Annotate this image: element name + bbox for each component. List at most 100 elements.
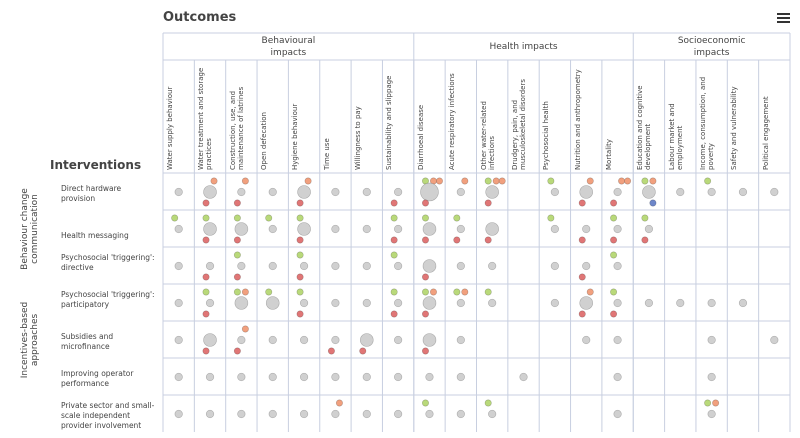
bubble-gray[interactable] <box>237 372 246 382</box>
bubble-orange[interactable] <box>210 177 218 185</box>
bubble-green[interactable] <box>610 214 618 222</box>
bubble-green[interactable] <box>233 251 241 259</box>
bubble-gray[interactable] <box>205 409 215 419</box>
bubble-orange[interactable] <box>461 177 469 185</box>
bubble-gray[interactable] <box>234 222 249 236</box>
bubble-orange[interactable] <box>335 399 343 407</box>
bubble-green[interactable] <box>202 214 210 222</box>
bubble-orange[interactable] <box>712 399 720 407</box>
bubble-red[interactable] <box>421 273 429 281</box>
bubble-gray[interactable] <box>268 224 277 234</box>
bubble-gray[interactable] <box>331 261 340 271</box>
bubble-gray[interactable] <box>613 261 622 271</box>
bubble-gray[interactable] <box>422 333 437 347</box>
bubble-red[interactable] <box>233 347 241 355</box>
bubble-gray[interactable] <box>205 261 215 271</box>
bubble-green[interactable] <box>233 214 241 222</box>
bubble-green[interactable] <box>296 214 304 222</box>
bubble-gray[interactable] <box>519 372 528 382</box>
bubble-red[interactable] <box>578 310 586 318</box>
bubble-gray[interactable] <box>676 187 685 197</box>
bubble-gray[interactable] <box>456 224 465 234</box>
bubble-red[interactable] <box>641 236 649 244</box>
bubble-red[interactable] <box>296 273 304 281</box>
bubble-gray[interactable] <box>707 372 716 382</box>
bubble-gray[interactable] <box>174 224 183 234</box>
bubble-gray[interactable] <box>297 185 311 199</box>
bubble-orange[interactable] <box>429 288 437 296</box>
bubble-gray[interactable] <box>299 335 309 345</box>
hamburger-menu-icon[interactable] <box>777 13 790 25</box>
bubble-gray[interactable] <box>331 335 340 345</box>
bubble-gray[interactable] <box>550 298 559 308</box>
bubble-red[interactable] <box>202 310 210 318</box>
bubble-gray[interactable] <box>613 298 622 308</box>
bubble-gray[interactable] <box>362 409 371 419</box>
bubble-green[interactable] <box>641 177 649 185</box>
bubble-gray[interactable] <box>707 187 716 197</box>
bubble-gray[interactable] <box>268 261 277 271</box>
bubble-green[interactable] <box>484 288 492 296</box>
bubble-gray[interactable] <box>550 224 559 234</box>
bubble-green[interactable] <box>296 251 304 259</box>
bubble-gray[interactable] <box>268 409 277 419</box>
bubble-green[interactable] <box>265 288 273 296</box>
bubble-gray[interactable] <box>488 261 497 271</box>
bubble-green[interactable] <box>390 214 398 222</box>
bubble-gray[interactable] <box>331 372 340 382</box>
bubble-gray[interactable] <box>550 187 559 197</box>
bubble-red[interactable] <box>421 347 429 355</box>
bubble-gray[interactable] <box>203 222 217 236</box>
bubble-gray[interactable] <box>456 335 465 345</box>
bubble-orange[interactable] <box>586 288 594 296</box>
bubble-green[interactable] <box>265 214 273 222</box>
bubble-gray[interactable] <box>237 187 246 197</box>
bubble-gray[interactable] <box>174 372 183 382</box>
bubble-green[interactable] <box>610 288 618 296</box>
bubble-gray[interactable] <box>394 372 403 382</box>
bubble-gray[interactable] <box>362 298 371 308</box>
bubble-orange[interactable] <box>435 177 443 185</box>
bubble-gray[interactable] <box>331 224 340 234</box>
bubble-green[interactable] <box>547 214 555 222</box>
bubble-gray[interactable] <box>485 185 499 199</box>
bubble-gray[interactable] <box>456 298 465 308</box>
bubble-gray[interactable] <box>203 185 217 199</box>
bubble-green[interactable] <box>453 288 461 296</box>
bubble-green[interactable] <box>390 251 398 259</box>
bubble-gray[interactable] <box>422 296 437 310</box>
bubble-gray[interactable] <box>613 409 622 419</box>
bubble-gray[interactable] <box>738 187 748 197</box>
bubble-gray[interactable] <box>676 298 685 308</box>
bubble-gray[interactable] <box>268 372 277 382</box>
bubble-gray[interactable] <box>425 409 434 419</box>
bubble-orange[interactable] <box>461 288 469 296</box>
bubble-orange[interactable] <box>586 177 594 185</box>
bubble-orange[interactable] <box>241 325 249 333</box>
bubble-gray[interactable] <box>362 372 371 382</box>
bubble-gray[interactable] <box>707 298 716 308</box>
bubble-gray[interactable] <box>642 185 656 199</box>
bubble-green[interactable] <box>202 288 210 296</box>
bubble-green[interactable] <box>171 214 179 222</box>
bubble-red[interactable] <box>202 199 210 207</box>
bubble-gray[interactable] <box>456 409 465 419</box>
bubble-orange[interactable] <box>624 177 632 185</box>
bubble-gray[interactable] <box>422 259 437 273</box>
bubble-red[interactable] <box>296 310 304 318</box>
bubble-red[interactable] <box>578 273 586 281</box>
bubble-gray[interactable] <box>299 261 309 271</box>
bubble-gray[interactable] <box>644 224 654 234</box>
bubble-green[interactable] <box>704 177 712 185</box>
bubble-green[interactable] <box>421 399 429 407</box>
bubble-gray[interactable] <box>299 298 309 308</box>
bubble-gray[interactable] <box>265 296 280 310</box>
bubble-green[interactable] <box>296 288 304 296</box>
bubble-red[interactable] <box>578 199 586 207</box>
bubble-gray[interactable] <box>362 224 371 234</box>
bubble-gray[interactable] <box>359 333 374 347</box>
bubble-gray[interactable] <box>707 335 716 345</box>
bubble-gray[interactable] <box>362 261 371 271</box>
bubble-orange[interactable] <box>241 288 249 296</box>
bubble-green[interactable] <box>484 399 492 407</box>
